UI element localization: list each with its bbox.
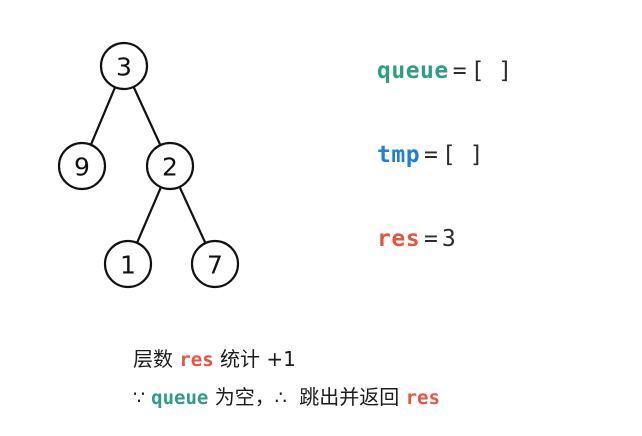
binary-tree-diagram: 3 9 2 1 7 bbox=[57, 41, 240, 289]
variable-row-queue: queue = [ ] bbox=[377, 56, 627, 140]
caption-line-2: ∵ queue 为空，∴ 跳出并返回 res bbox=[133, 379, 603, 417]
tree-node-label: 1 bbox=[120, 251, 136, 280]
caption-line2-var-queue: queue bbox=[151, 387, 209, 409]
variable-name-res: res bbox=[377, 226, 421, 252]
tree-node[interactable]: 9 bbox=[57, 141, 107, 191]
tree-node-circle bbox=[103, 239, 153, 289]
variable-row-res: res = 3 bbox=[377, 224, 627, 308]
variable-equals-queue: = bbox=[452, 58, 467, 84]
tree-node-circle bbox=[145, 141, 195, 191]
caption-line1-text-before: 层数 bbox=[133, 347, 180, 371]
caption-line2-text-2: 跳出并返回 bbox=[292, 385, 406, 409]
variable-equals-res: = bbox=[424, 226, 438, 252]
because-symbol-icon: ∵ bbox=[133, 387, 152, 409]
tree-node-circle bbox=[99, 41, 149, 91]
tree-node[interactable]: 3 bbox=[99, 41, 149, 91]
variable-value-tmp: [ ] bbox=[441, 142, 484, 168]
tree-edge-group bbox=[89, 85, 207, 245]
variable-value-res: 3 bbox=[441, 226, 456, 252]
caption-line2-var-res: res bbox=[405, 387, 440, 409]
tree-edge bbox=[132, 85, 162, 147]
caption-block: 层数 res 统计 +1 ∵ queue 为空，∴ 跳出并返回 res bbox=[133, 341, 603, 417]
tree-node-label: 3 bbox=[116, 53, 132, 82]
tree-node-circle bbox=[190, 239, 240, 289]
therefore-symbol-icon: ∴ bbox=[274, 387, 293, 409]
tree-node-label: 7 bbox=[207, 251, 223, 280]
variable-row-tmp: tmp = [ ] bbox=[377, 140, 627, 224]
tree-node-group: 3 9 2 1 7 bbox=[57, 41, 240, 289]
tree-node[interactable]: 7 bbox=[190, 239, 240, 289]
caption-line-1: 层数 res 统计 +1 bbox=[133, 341, 603, 379]
tree-edge bbox=[135, 186, 163, 244]
caption-line1-text-after: 统计 +1 bbox=[213, 347, 296, 371]
variable-name-tmp: tmp bbox=[377, 142, 421, 168]
variable-value-queue: [ ] bbox=[470, 58, 513, 84]
tree-edge bbox=[89, 86, 117, 146]
tree-node-circle bbox=[57, 141, 107, 191]
variable-panel: queue = [ ] tmp = [ ] res = 3 bbox=[377, 56, 627, 308]
caption-line2-text-1: 为空， bbox=[208, 385, 275, 409]
tree-edge bbox=[178, 185, 207, 245]
caption-line1-var-res: res bbox=[179, 349, 214, 371]
tree-node[interactable]: 1 bbox=[103, 239, 153, 289]
tree-node[interactable]: 2 bbox=[145, 141, 195, 191]
tree-node-label: 9 bbox=[74, 153, 90, 182]
variable-equals-tmp: = bbox=[424, 142, 438, 168]
tree-node-label: 2 bbox=[162, 153, 178, 182]
variable-name-queue: queue bbox=[377, 58, 449, 84]
